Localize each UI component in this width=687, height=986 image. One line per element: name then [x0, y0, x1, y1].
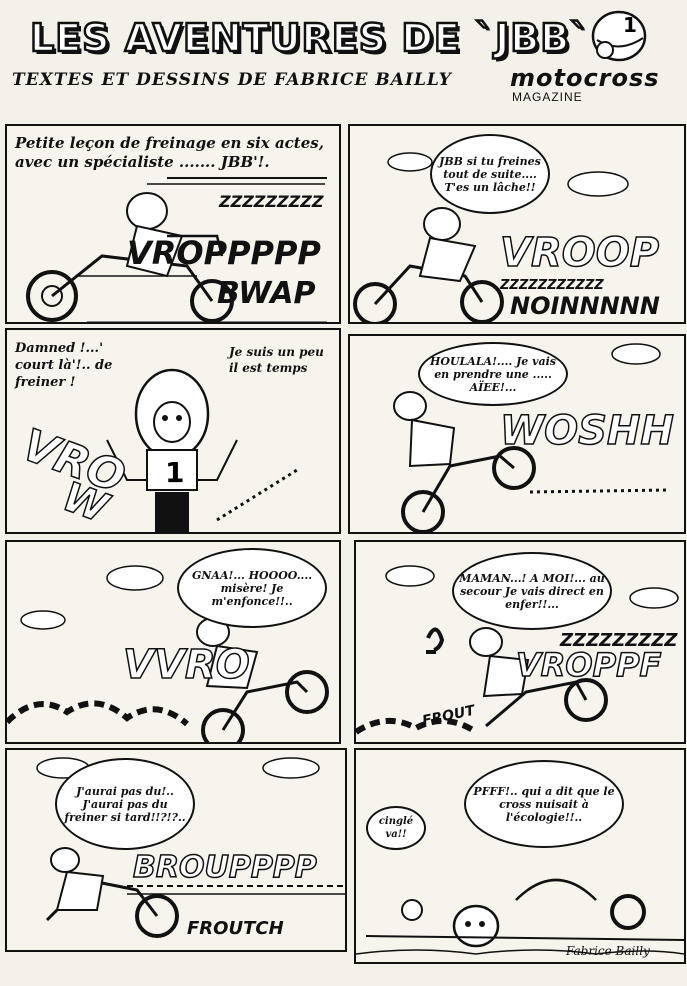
rider-sinking-illustration: [7, 565, 329, 742]
panel-8-speech-bubble: PFFF!.. qui a dit que le cross nuisait à…: [464, 760, 624, 848]
panel-3-bubble-left: Damned !...' court là'!.. de freiner !: [15, 341, 113, 390]
magazine-name: motocross: [510, 64, 660, 92]
panel-1-sfx-buzz: ZZZZZZZZZ: [219, 192, 324, 211]
panel-5-speech-bubble: GNAA!... HOOOO.... misère! Je m'enfonce!…: [177, 548, 327, 628]
panel-6-sfx-vroppf: VROPPF: [515, 645, 662, 685]
panel-4-sfx-woshh: WOSHH: [499, 407, 674, 455]
panel-7-sfx-froutch: FROUTCH: [187, 918, 284, 939]
page-header: LES AVENTURES DE `JBB` 1 TEXTES ET DESSI…: [0, 0, 687, 110]
comic-panel-2: JBB si tu freines tout de suite.... T'es…: [348, 124, 686, 324]
rider-jump-illustration: [26, 177, 327, 322]
comic-title: LES AVENTURES DE `JBB`: [29, 15, 591, 62]
panel-2-sfx-vroop: VROOP: [499, 229, 660, 277]
panel-1-sfx-vroom: VROPPPPP: [127, 234, 321, 272]
panel-6-sfx-buzz: ZZZZZZZZZ: [560, 630, 678, 651]
rider-wheelie-illustration: [393, 343, 671, 532]
magazine-subtitle: MAGAZINE: [512, 90, 583, 104]
comic-panel-1: Petite leçon de freinage en six actes, a…: [5, 124, 341, 324]
panel-4-speech-bubble: HOULALA!.... Je vais en prendre une ....…: [418, 342, 568, 406]
panel-8-small-bubble: cinglé va!!: [366, 806, 426, 850]
comic-panel-4: HOULALA!.... Je vais en prendre une ....…: [348, 334, 686, 534]
panel-2-sfx-noin: NOINNNNN: [510, 292, 660, 320]
panel-5-sfx-vvro: VVRO: [122, 641, 250, 689]
helmet-number: 1: [623, 13, 637, 37]
comic-panel-6: MAMAN...! A MOI!... au secour Je vais di…: [354, 540, 686, 744]
artist-signature: Fabrice Bailly: [566, 944, 650, 958]
panel-6-speech-bubble: MAMAN...! A MOI!... au secour Je vais di…: [452, 552, 612, 630]
rider-cloud-illustration: [353, 152, 629, 322]
panel-3-plate-number: 1: [165, 456, 184, 489]
jbb-helmet-head-icon: 1: [583, 6, 653, 76]
panel-2-speech-bubble: JBB si tu freines tout de suite.... T'es…: [430, 134, 550, 214]
rider-crashed-in-mud-illustration: [356, 878, 684, 955]
comic-panel-5: GNAA!... HOOOO.... misère! Je m'enfonce!…: [5, 540, 341, 744]
credits-line: TEXTES ET DESSINS DE FABRICE BAILLY: [12, 70, 452, 90]
comic-panel-3: 1 Damned !...' court là'!.. de freiner !…: [5, 328, 341, 534]
rider-crash-illustration: [36, 757, 345, 938]
panel-3-bubble-right: Je suis un peu il est temps: [229, 345, 324, 375]
rider-front-view-illustration: 1: [106, 368, 298, 532]
comic-panel-8: PFFF!.. qui a dit que le cross nuisait à…: [354, 748, 686, 964]
rider-dive-illustration: [356, 565, 679, 735]
comic-panel-7: J'aurai pas du!.. J'aurai pas du freiner…: [5, 748, 347, 952]
panel-1-sfx-bwap: BWAP: [217, 276, 316, 311]
panel-1-caption: Petite leçon de freinage en six actes, a…: [15, 134, 324, 171]
panel-7-sfx-brouppp: BROUPPPP: [132, 849, 317, 886]
panel-7-speech-bubble: J'aurai pas du!.. J'aurai pas du freiner…: [55, 758, 195, 850]
panel-2-sfx-buzz: ZZZZZZZZZZZ: [500, 278, 604, 293]
